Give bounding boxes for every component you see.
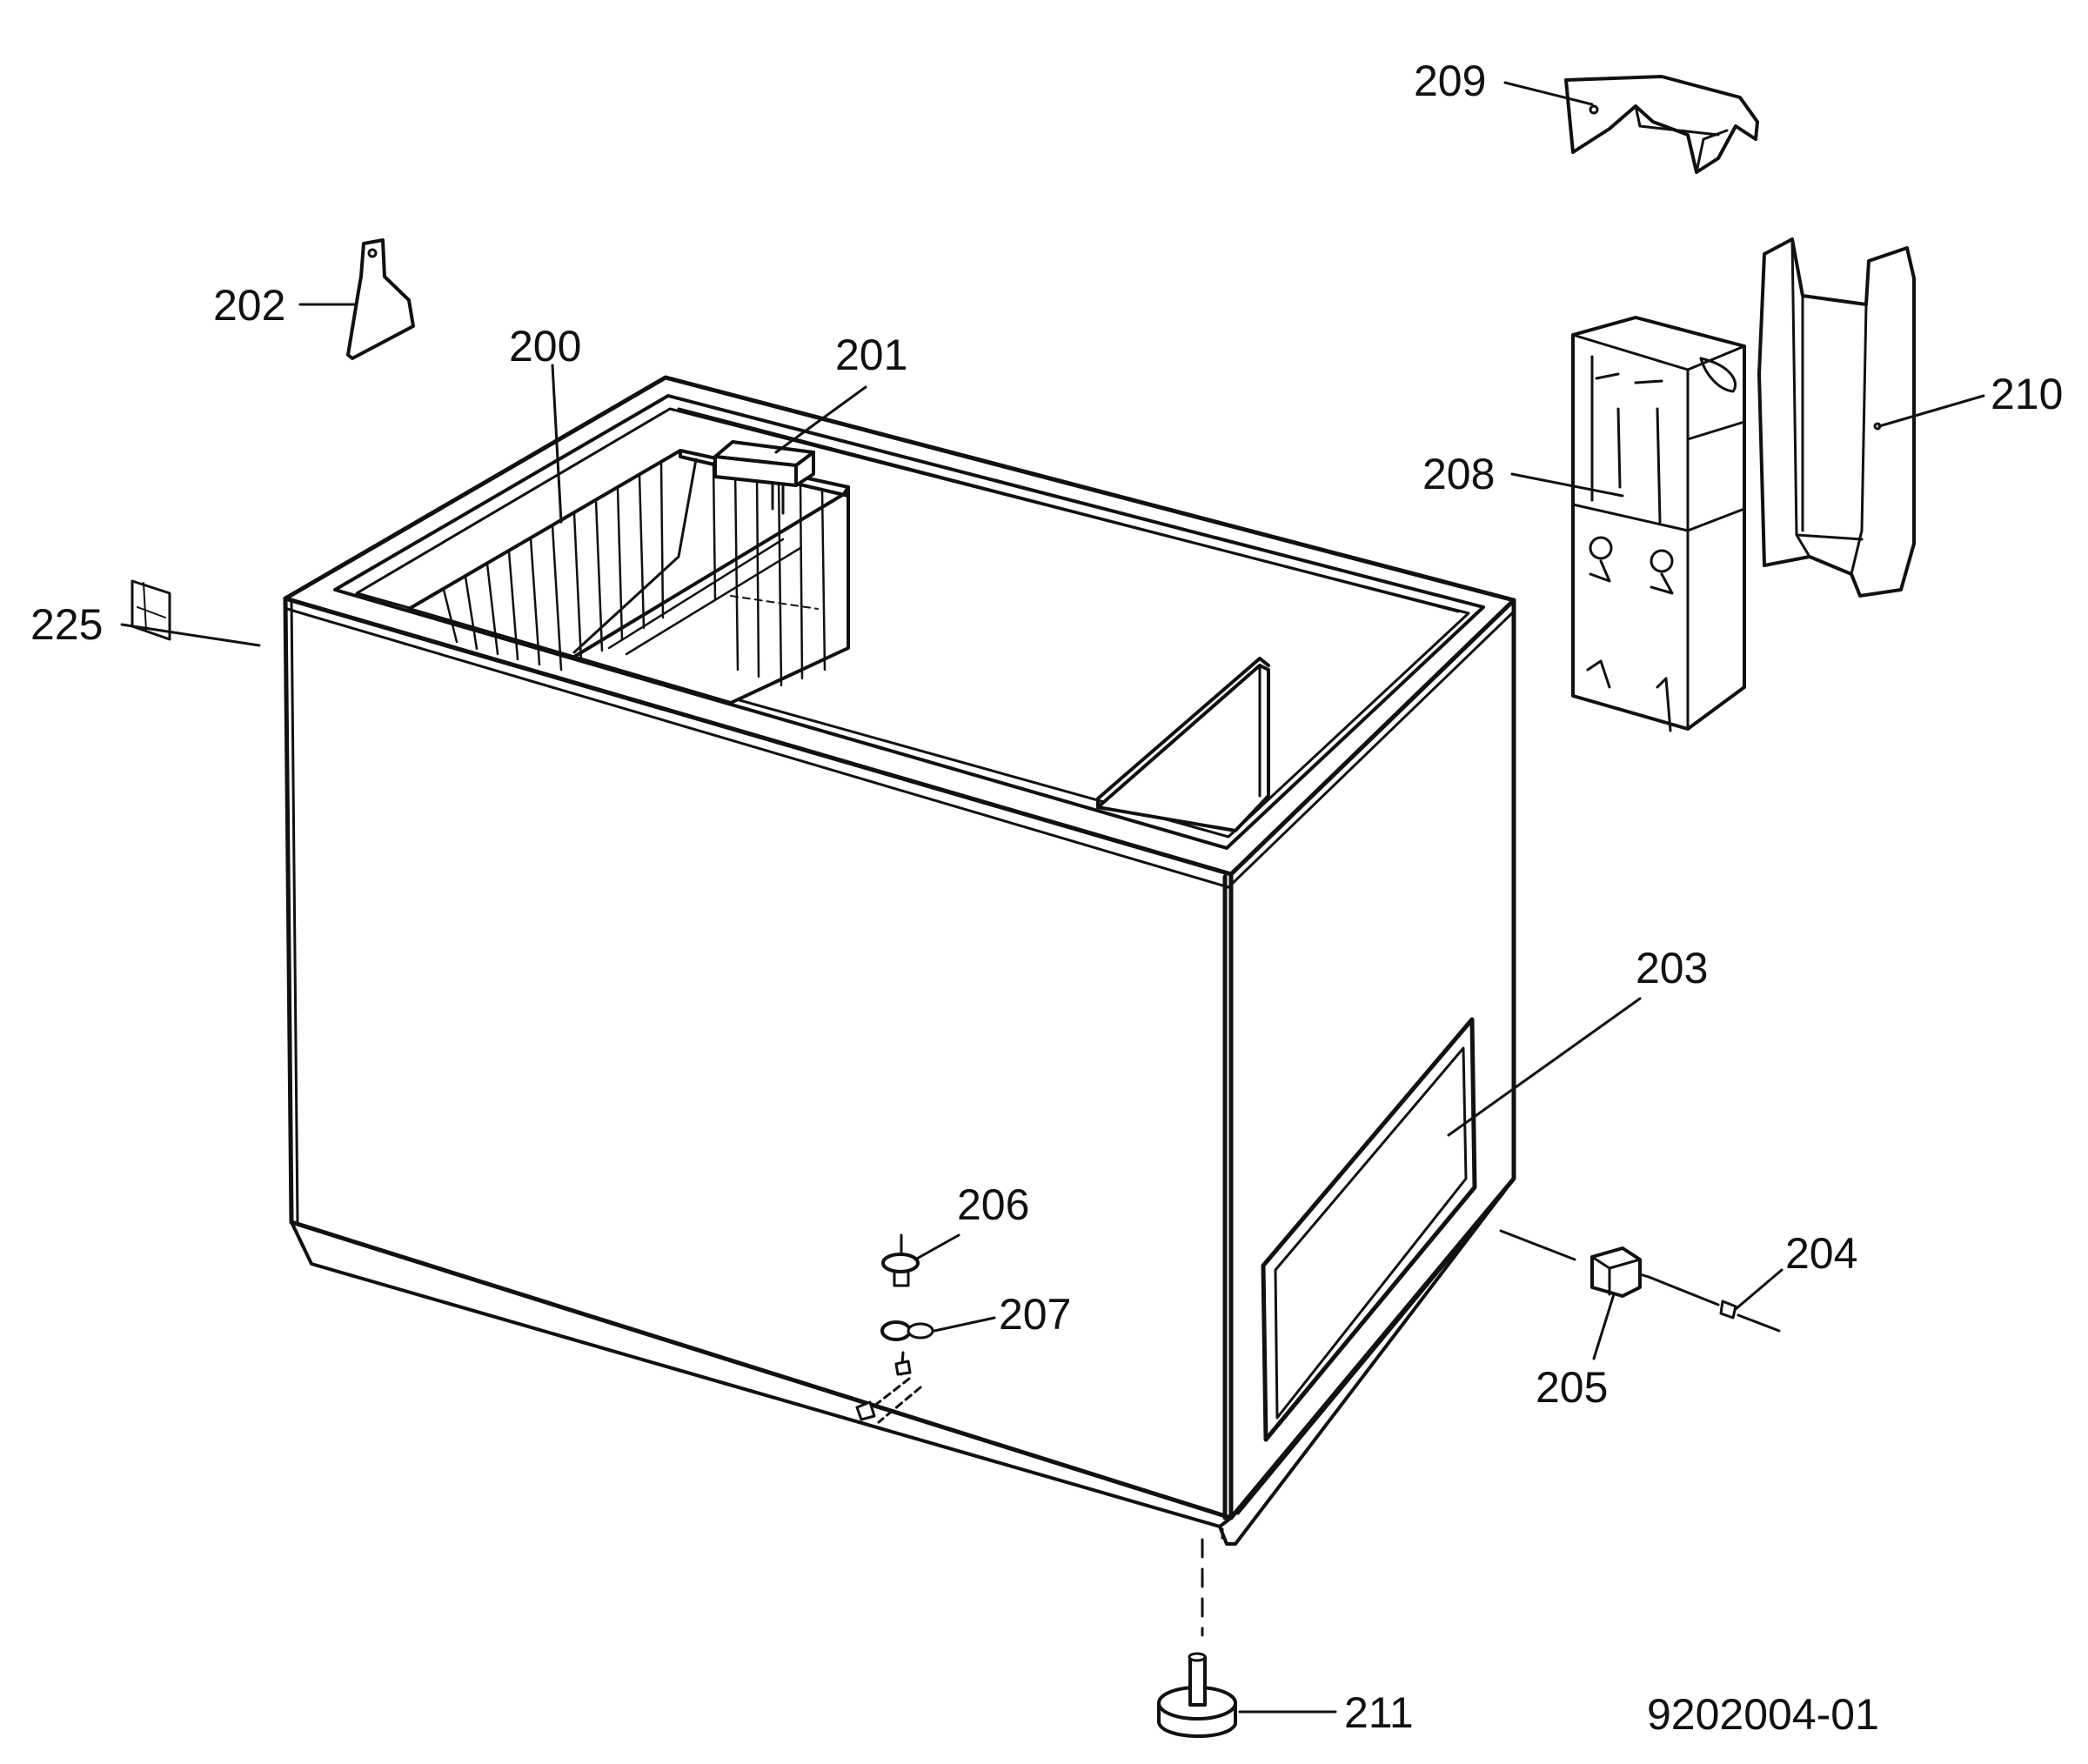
label-225: 225 bbox=[30, 600, 103, 649]
thermostat bbox=[1590, 1246, 1650, 1298]
label-plate bbox=[130, 579, 171, 641]
basket bbox=[407, 449, 850, 705]
part-labels: 200 201 202 203 204 205 206 207 208 209 … bbox=[30, 57, 2063, 1737]
label-209: 209 bbox=[1414, 57, 1486, 105]
label-203: 203 bbox=[1636, 944, 1708, 992]
label-204: 204 bbox=[1785, 1229, 1857, 1278]
drawing-number: 9202004-01 bbox=[1647, 1690, 1879, 1739]
thermostat-knob bbox=[1647, 1275, 1781, 1333]
panel-cover bbox=[1757, 237, 1916, 598]
label-206: 206 bbox=[957, 1180, 1029, 1229]
key bbox=[346, 238, 415, 360]
label-205: 205 bbox=[1536, 1363, 1608, 1412]
panel-cap bbox=[1564, 75, 1759, 174]
control-panel bbox=[1571, 316, 1746, 732]
label-201: 201 bbox=[835, 331, 907, 379]
leader-lines bbox=[120, 81, 1985, 1714]
label-210: 210 bbox=[1991, 370, 2063, 418]
foot bbox=[1157, 1538, 1237, 1739]
label-202: 202 bbox=[213, 281, 285, 330]
label-211: 211 bbox=[1344, 1688, 1414, 1737]
drain-plug bbox=[881, 1233, 920, 1287]
lock bbox=[713, 440, 815, 515]
drain-clip bbox=[855, 1320, 934, 1424]
label-200: 200 bbox=[509, 322, 581, 371]
label-208: 208 bbox=[1422, 450, 1495, 498]
label-207: 207 bbox=[999, 1290, 1071, 1339]
